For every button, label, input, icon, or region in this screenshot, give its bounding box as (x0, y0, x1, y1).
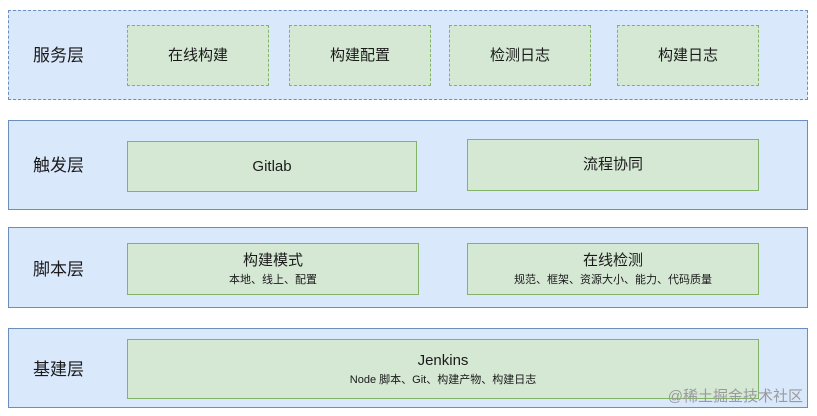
box-check-log: 检测日志 (449, 25, 591, 86)
box-online-build: 在线构建 (127, 25, 269, 86)
box-title: 构建配置 (329, 46, 390, 64)
layer-service: 服务层 在线构建 构建配置 检测日志 构建日志 (8, 10, 808, 100)
layer-script: 脚本层 构建模式 本地、线上、配置 在线检测 规范、框架、资源大小、能力、代码质… (8, 227, 808, 308)
layer-infra: 基建层 Jenkins Node 脚本、Git、构建产物、构建日志 (8, 328, 808, 408)
box-build-log: 构建日志 (617, 25, 759, 86)
layer-trigger: 触发层 Gitlab 流程协同 (8, 120, 808, 210)
box-subtitle: 本地、线上、配置 (229, 273, 317, 286)
box-title: 在线构建 (167, 46, 228, 64)
box-title: Jenkins (417, 351, 469, 369)
box-build-config: 构建配置 (289, 25, 431, 86)
watermark: @稀土掘金技术社区 (667, 388, 803, 405)
box-flow-collab: 流程协同 (467, 139, 759, 191)
box-subtitle: 规范、框架、资源大小、能力、代码质量 (514, 273, 712, 286)
box-build-mode: 构建模式 本地、线上、配置 (127, 243, 419, 295)
layer-label-trigger: 触发层 (33, 156, 84, 175)
box-title: 构建日志 (657, 46, 718, 64)
box-subtitle: Node 脚本、Git、构建产物、构建日志 (349, 373, 537, 386)
box-title: 构建模式 (242, 251, 303, 269)
layer-label-service: 服务层 (33, 46, 84, 65)
layer-label-infra: 基建层 (33, 360, 84, 379)
box-gitlab: Gitlab (127, 141, 417, 192)
layer-label-script: 脚本层 (33, 260, 84, 279)
box-title: 在线检测 (582, 251, 643, 269)
box-jenkins: Jenkins Node 脚本、Git、构建产物、构建日志 (127, 339, 759, 399)
box-online-check: 在线检测 规范、框架、资源大小、能力、代码质量 (467, 243, 759, 295)
box-title: 检测日志 (489, 46, 550, 64)
box-title: 流程协同 (582, 156, 643, 173)
box-title: Gitlab (252, 157, 292, 175)
